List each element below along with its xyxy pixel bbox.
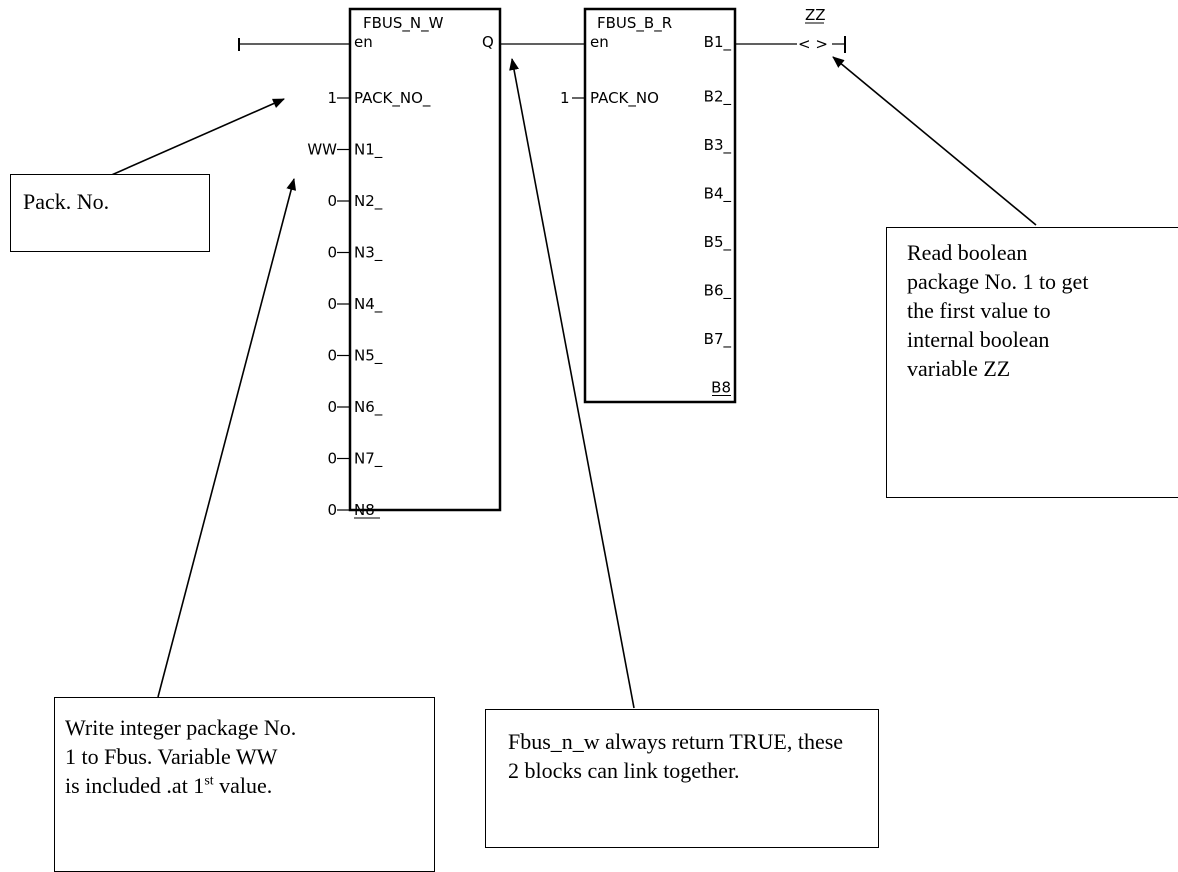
output-label: B4_ (704, 185, 732, 204)
input-value: 0 (327, 192, 337, 210)
read-note-line: package No. 1 to get (907, 269, 1089, 294)
input-value: WW (307, 141, 337, 159)
pin-label: N3_ (354, 244, 383, 263)
pin-label: N4_ (354, 295, 383, 314)
pack-arrow (106, 98, 285, 178)
read-note-line: the first value to (907, 298, 1051, 323)
write-arrow (157, 178, 297, 698)
fbus-note-line: Fbus_n_w always return TRUE, these (508, 729, 844, 754)
output-label: B6_ (704, 282, 732, 301)
fbus-b-r-en-label: en (590, 33, 609, 51)
pin-label: N1_ (354, 141, 383, 160)
write-note-text: is included .at 1 (65, 773, 205, 798)
output-label: B1_ (704, 33, 732, 52)
read-boolean-note: Read boolean package No. 1 to get the fi… (886, 227, 1178, 498)
write-integer-note: Write integer package No. 1 to Fbus. Var… (54, 697, 435, 872)
fbus-n-w-block (348, 7, 502, 512)
input-value: 0 (327, 501, 337, 519)
fbus-n-w-q-label: Q (482, 33, 494, 51)
input-value: 0 (327, 450, 337, 468)
fbus-b-r-title: FBUS_B_R (597, 14, 672, 33)
pin-label: N7_ (354, 450, 383, 469)
coil-variable-label: ZZ (805, 6, 826, 24)
output-label: B5_ (704, 233, 732, 252)
input-value: 0 (327, 347, 337, 365)
fbus-n-w-en-label: en (354, 33, 373, 51)
pin-label: N8 (354, 501, 375, 519)
pack-no-note: Pack. No. (10, 174, 210, 252)
output-label: B2_ (704, 88, 732, 107)
read-arrow (832, 56, 1037, 226)
write-note-line: 1 to Fbus. Variable WW (65, 744, 278, 769)
fbus-arrow (509, 58, 635, 709)
write-note-line: is included .at 1st value. (65, 771, 424, 800)
fbus-b-r-pack-input: 1 (560, 89, 570, 107)
fbus-b-r-outputs: B1_ B2_ B3_ B4_ B5_ B6_ B7_ B8 (704, 33, 732, 397)
pin-label: N5_ (354, 347, 383, 366)
write-note-text: value. (213, 773, 273, 798)
read-note-line: internal boolean (907, 327, 1050, 352)
output-label: B8 (711, 379, 731, 397)
output-label: B3_ (704, 136, 732, 155)
input-value: 0 (327, 295, 337, 313)
output-label: B7_ (704, 330, 732, 349)
fbus-n-w-title: FBUS_N_W (363, 14, 444, 33)
pin-label: N6_ (354, 398, 383, 417)
input-value: 0 (327, 398, 337, 416)
fbus-b-r-block (583, 7, 737, 404)
write-note-line: Write integer package No. (65, 715, 297, 740)
input-value: 0 (327, 244, 337, 262)
read-note-line: Read boolean (907, 240, 1028, 265)
input-value: 1 (327, 89, 337, 107)
pin-label: N2_ (354, 192, 383, 211)
pin-label: PACK_NO_ (354, 89, 431, 108)
superscript-st: st (204, 773, 214, 789)
read-note-line: variable ZZ (907, 356, 1011, 381)
fbus-link-note: Fbus_n_w always return TRUE, these 2 blo… (485, 709, 879, 848)
fbus-b-r-pack-label: PACK_NO (590, 89, 659, 108)
pack-no-note-text: Pack. No. (23, 189, 110, 214)
fbus-note-line: 2 blocks can link together. (508, 758, 740, 783)
coil-symbol: < > (798, 35, 828, 53)
